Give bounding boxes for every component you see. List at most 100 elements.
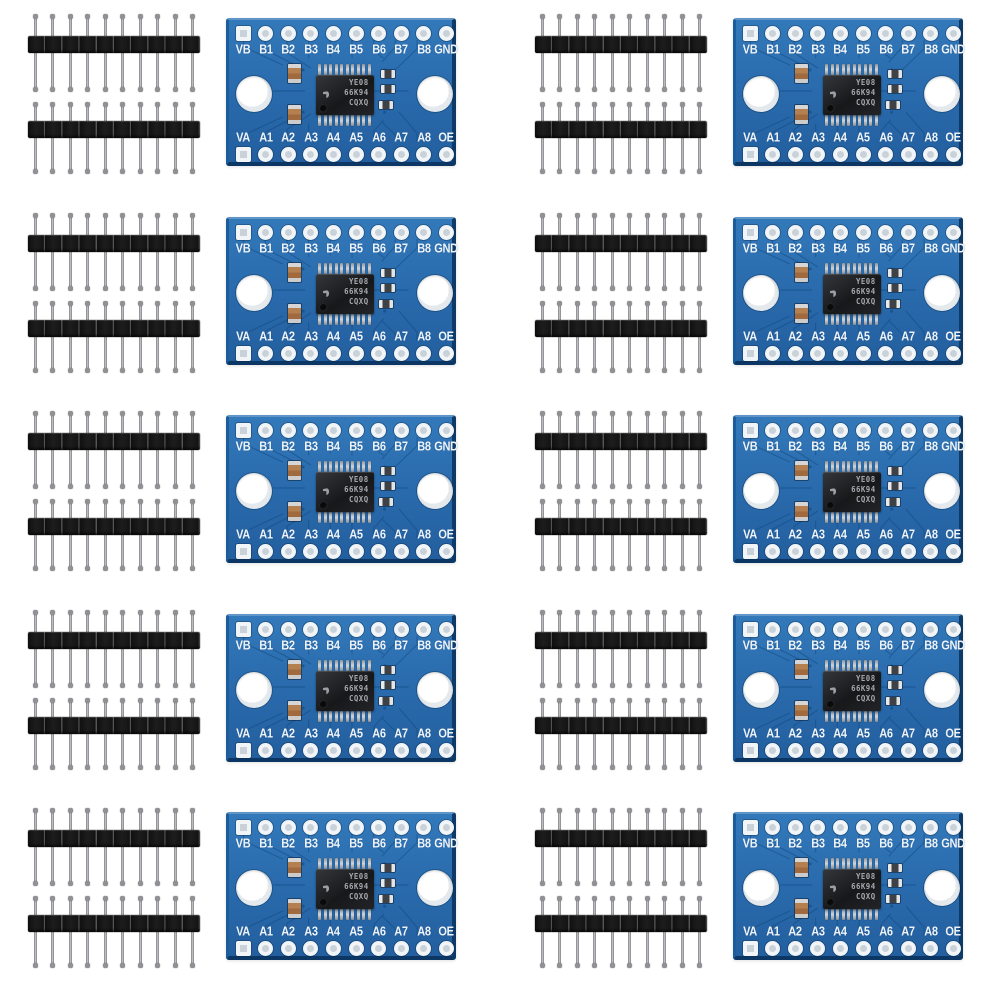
chip-marking-line: 66K94 xyxy=(344,88,369,97)
solder-pad xyxy=(371,544,387,559)
header-pin xyxy=(679,610,685,688)
pin-label: B3 xyxy=(811,41,825,57)
chip-marking-line: YE08 xyxy=(349,475,369,484)
solder-pad xyxy=(438,346,454,361)
header-pin xyxy=(120,698,125,770)
solder-pad xyxy=(923,346,939,361)
header-pin xyxy=(662,301,667,373)
smd-resistor xyxy=(888,681,902,689)
header-pin xyxy=(32,808,38,886)
header-pin xyxy=(120,896,125,968)
header-pin xyxy=(627,808,632,886)
pin-label: B6 xyxy=(371,41,386,57)
header-pin xyxy=(679,14,685,92)
ic-lead xyxy=(858,461,862,472)
header-pin xyxy=(67,301,73,373)
solder-pad xyxy=(945,26,961,41)
pin-label: A2 xyxy=(281,526,295,542)
header-pin xyxy=(137,610,143,688)
header-pin xyxy=(679,698,685,770)
solder-pad xyxy=(280,423,296,438)
pin-label: A1 xyxy=(258,129,273,145)
ic-lead xyxy=(318,263,321,274)
ic-lead xyxy=(323,858,327,869)
header-pin xyxy=(67,808,73,886)
header-pin xyxy=(574,102,580,174)
pin-label: B3 xyxy=(304,637,318,653)
ic-lead xyxy=(830,858,834,869)
header-pin xyxy=(539,14,545,92)
pcb-traces xyxy=(750,40,925,142)
solder-pad xyxy=(810,544,826,559)
ic-lead xyxy=(869,909,873,920)
solder-pad xyxy=(303,622,319,637)
ic-lead xyxy=(852,64,856,75)
header-pin xyxy=(102,808,108,886)
header-pin xyxy=(32,698,38,770)
pin1-indent xyxy=(827,502,834,509)
pin-label: B8 xyxy=(417,835,431,851)
pin-label: VB xyxy=(742,637,758,653)
mounting-hole-right xyxy=(417,76,453,112)
pcb-traces xyxy=(750,834,925,936)
smd-capacitor xyxy=(795,64,808,83)
header-pin xyxy=(50,102,55,174)
header-pin xyxy=(557,896,562,968)
pin-label: A2 xyxy=(788,725,802,741)
header-plastic-bar xyxy=(535,320,707,337)
ic-lead xyxy=(362,660,366,671)
header-pin xyxy=(85,14,90,92)
pin-label: VA xyxy=(236,725,250,741)
header-pin xyxy=(50,14,55,92)
pin-label: A7 xyxy=(901,129,915,145)
pin-label: B8 xyxy=(924,438,938,454)
pin-label: A2 xyxy=(788,129,802,145)
solder-pad xyxy=(923,225,939,240)
solder-pad xyxy=(325,820,341,835)
ic-lead xyxy=(825,858,828,869)
ic-lead xyxy=(367,711,371,722)
ic-lead xyxy=(852,461,856,472)
header-pin xyxy=(190,411,195,489)
header-plastic-bar xyxy=(28,830,200,847)
pin1-indent xyxy=(827,105,834,112)
solder-pad xyxy=(348,225,364,240)
header-pin xyxy=(574,213,580,291)
solder-pad xyxy=(325,26,341,41)
header-pin xyxy=(644,14,650,92)
pin-label: B5 xyxy=(349,637,363,653)
pin-label: A8 xyxy=(417,328,431,344)
header-pin xyxy=(539,213,545,291)
solder-pad xyxy=(855,544,871,559)
pin-label: A4 xyxy=(833,129,848,145)
pin-label: VB xyxy=(235,835,251,851)
solder-pad xyxy=(832,423,848,438)
ic-lead xyxy=(863,461,867,472)
ic-lead xyxy=(841,858,845,869)
header-pin xyxy=(539,301,545,373)
ic-lead xyxy=(852,909,856,920)
pin-label: A3 xyxy=(811,725,825,741)
ic-lead xyxy=(340,263,344,274)
ic-lead xyxy=(858,909,862,920)
ic-lead xyxy=(356,314,360,325)
pin-label: A5 xyxy=(349,725,363,741)
header-pin xyxy=(102,610,108,688)
solder-pad xyxy=(765,941,781,956)
header-pin xyxy=(190,698,195,770)
header-pin xyxy=(697,499,702,571)
ic-lead xyxy=(836,461,840,472)
ic-lead xyxy=(830,461,834,472)
header-plastic-bar xyxy=(28,518,200,535)
header-pin xyxy=(644,102,650,174)
chip-marking-line: CQXQ xyxy=(856,694,876,703)
ic-lead xyxy=(362,711,366,722)
solder-pad xyxy=(303,743,319,758)
pin-label: A7 xyxy=(394,725,408,741)
solder-pad xyxy=(878,820,894,835)
header-pin xyxy=(137,301,143,373)
ic-lead xyxy=(334,115,338,126)
pin-label: A6 xyxy=(371,328,386,344)
